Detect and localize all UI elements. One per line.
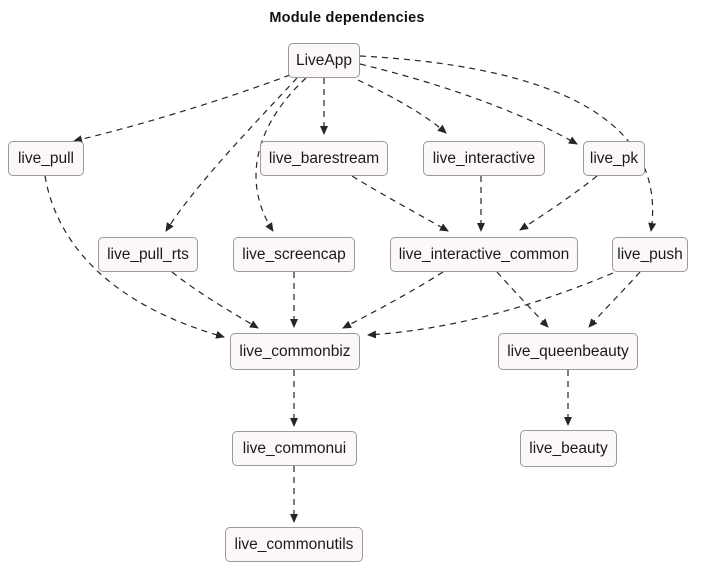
edge-LiveApp-to-live_push (359, 55, 657, 232)
edge-LiveApp-to-live_screencap (255, 77, 307, 232)
edge-live_pull_rts-to-live_commonbiz (171, 271, 259, 329)
edge-LiveApp-to-live_interactive (357, 79, 447, 134)
node-live_commonui: live_commonui (232, 431, 357, 466)
node-label: live_interactive (432, 149, 536, 167)
node-live_commonbiz: live_commonbiz (230, 333, 360, 370)
node-live_barestream: live_barestream (260, 141, 388, 176)
node-label: live_barestream (268, 149, 380, 167)
node-label: live_commonutils (234, 535, 354, 553)
edge-live_push-to-live_queenbeauty (588, 271, 641, 328)
node-label: live_queenbeauty (507, 342, 629, 360)
edge-LiveApp-to-live_pk (359, 63, 578, 145)
edge-live_push-to-live_commonbiz (367, 272, 614, 339)
diagram-title: Module dependencies (269, 10, 425, 26)
node-live_interactive_common: live_interactive_common (390, 237, 578, 272)
edge-LiveApp-to-live_pull_rts (165, 77, 298, 232)
node-label: live_interactive_common (398, 245, 570, 263)
edge-LiveApp-to-live_pull (73, 74, 291, 144)
node-live_screencap: live_screencap (233, 237, 355, 272)
edge-live_pk-to-live_interactive_common (519, 175, 598, 231)
node-live_pull: live_pull (8, 141, 84, 176)
node-label: live_beauty (529, 439, 608, 457)
edge-live_barestream-to-live_interactive_common (351, 175, 449, 232)
node-live_interactive: live_interactive (423, 141, 545, 176)
node-label: LiveApp (295, 51, 352, 69)
node-live_pk: live_pk (583, 141, 645, 176)
node-live_queenbeauty: live_queenbeauty (498, 333, 638, 370)
node-label: live_pk (589, 149, 639, 167)
node-live_commonutils: live_commonutils (225, 527, 363, 562)
node-label: live_pull_rts (107, 245, 189, 263)
node-label: live_push (617, 245, 683, 263)
node-label: live_commonui (242, 439, 347, 457)
node-live_push: live_push (612, 237, 688, 272)
edge-live_pull-to-live_commonbiz (44, 175, 225, 339)
edge-live_interactive_common-to-live_queenbeauty (496, 271, 549, 328)
node-label: live_pull (17, 149, 74, 167)
node-label: live_screencap (242, 245, 346, 263)
node-live_pull_rts: live_pull_rts (98, 237, 198, 272)
node-label: live_commonbiz (239, 342, 351, 360)
node-live_beauty: live_beauty (520, 430, 617, 467)
edge-live_interactive_common-to-live_commonbiz (342, 271, 444, 329)
node-LiveApp: LiveApp (288, 43, 360, 78)
